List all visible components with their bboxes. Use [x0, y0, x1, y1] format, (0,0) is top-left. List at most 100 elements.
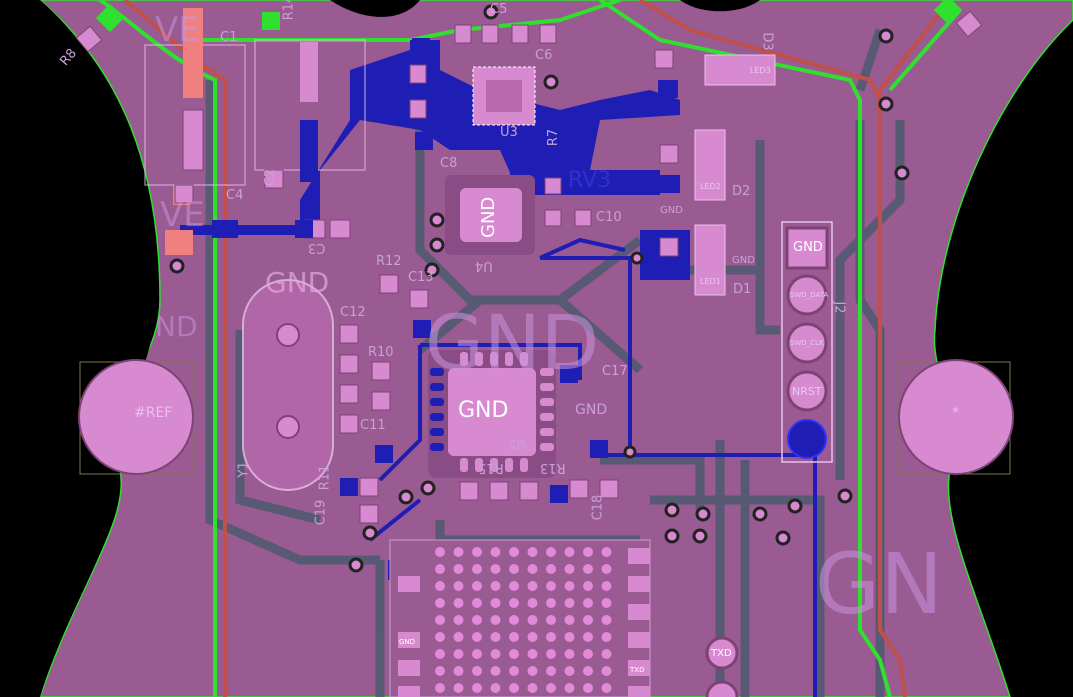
module-via [490, 683, 501, 693]
module-via [472, 649, 482, 659]
module-via [546, 649, 556, 659]
module-via [490, 581, 501, 591]
module-gnd-label: GND [399, 638, 416, 646]
ic-u5-pad[interactable] [448, 368, 536, 456]
refdes-c12: C12 [340, 305, 366, 320]
module-via [527, 598, 538, 608]
module-via [583, 683, 593, 693]
refdes-u5: U5 [508, 436, 526, 451]
module-via [601, 666, 612, 676]
module-via [583, 666, 593, 676]
refdes-u4: U4 [475, 258, 493, 273]
refdes-c18: C18 [590, 494, 606, 521]
module-via-grid [435, 547, 612, 693]
module-via [527, 666, 538, 676]
refdes-c2: C2 [263, 168, 279, 187]
module-via [583, 581, 593, 591]
module-via [509, 581, 519, 591]
vias[interactable] [169, 4, 910, 573]
mount-right[interactable] [898, 359, 1014, 475]
diamond-pad-top[interactable] [262, 12, 280, 30]
led-d3[interactable] [704, 54, 776, 86]
refdes-r10: R10 [368, 345, 394, 360]
connector-j1-pin-1[interactable] [785, 226, 829, 270]
refdes-c4: C4 [226, 188, 244, 203]
module-via [453, 581, 464, 591]
module-via [490, 615, 501, 625]
module-side-pads[interactable] [398, 548, 650, 697]
module-via [490, 547, 501, 557]
module-via [472, 581, 482, 591]
module-via [453, 564, 464, 574]
refdes-c19: C19 [313, 499, 329, 526]
module-via [490, 598, 501, 608]
module-via [527, 547, 538, 557]
module-via [527, 615, 538, 625]
gnd-u5-label: GND [458, 398, 509, 423]
cap-c2-pad-a[interactable] [300, 42, 318, 102]
module-via [472, 564, 482, 574]
connector-j1-pin-2[interactable] [786, 274, 828, 316]
connector-j1-frame [781, 221, 833, 463]
module-via [601, 615, 612, 625]
j1-pin-2-label: SWD_DATA [790, 291, 829, 299]
rv3-label: RV3 [568, 168, 612, 193]
module-via [435, 581, 445, 591]
refdes-y1: Y1 [236, 461, 252, 478]
j1-pin-1-label: GND [793, 240, 823, 255]
refdes-u3: U3 [500, 125, 518, 140]
module-via [453, 632, 464, 642]
crystal-pin-2[interactable] [276, 415, 300, 439]
module-via [472, 683, 482, 693]
module-txd-label: TXD [630, 666, 645, 674]
module-via [509, 598, 519, 608]
crystal-y1[interactable] [242, 279, 334, 491]
module-via [583, 632, 593, 642]
refdes-c11: C11 [360, 418, 386, 433]
module-via [601, 683, 612, 693]
ref-right-label: * [952, 405, 959, 421]
module-via [583, 615, 593, 625]
module-via [435, 649, 445, 659]
top-notch [330, 0, 420, 17]
connector-j1-pin-5[interactable] [787, 419, 827, 459]
led-d2[interactable] [694, 129, 726, 201]
module-via [509, 564, 519, 574]
module-via [527, 632, 538, 642]
module-via [527, 683, 538, 693]
module-via [435, 683, 445, 693]
module-via [435, 598, 445, 608]
module-via [564, 632, 575, 642]
module-via [490, 564, 501, 574]
cap-c1-pad-b[interactable] [182, 109, 204, 171]
mount-left[interactable] [78, 359, 194, 475]
ic-u4-pad[interactable] [460, 188, 522, 242]
pad-rxd[interactable] [705, 680, 739, 697]
pad-red-top[interactable] [183, 8, 203, 38]
cap-pad-c4-left[interactable] [165, 230, 193, 255]
cap-c2-pad-b[interactable] [300, 120, 318, 182]
crystal-pin-1[interactable] [276, 323, 300, 347]
module-via [435, 564, 445, 574]
ic-u5-pins[interactable] [430, 368, 444, 451]
diamond-pad-right[interactable] [933, 0, 963, 25]
connector-j1-pin-4[interactable] [786, 370, 828, 412]
module-via [583, 547, 593, 557]
j1-pin-3-label: SWD_CLK [790, 339, 824, 347]
module-via [564, 666, 575, 676]
cap-c1-pad-a[interactable] [183, 38, 203, 98]
connector-j1-pin-3[interactable] [786, 322, 828, 364]
ic-u5-pins-right[interactable] [460, 352, 554, 472]
gnd-faint-left-label: ND [155, 310, 198, 343]
module-via [435, 547, 445, 557]
led-d1[interactable] [694, 224, 726, 296]
gnd-small-center-label: GND [575, 402, 608, 418]
diamond-pad-left[interactable] [95, 3, 125, 33]
module-via [472, 632, 482, 642]
pad-txd[interactable] [705, 636, 739, 670]
module-via [453, 649, 464, 659]
gnd-u4-label: GND [478, 196, 499, 238]
refdes-c17: C17 [602, 364, 628, 379]
